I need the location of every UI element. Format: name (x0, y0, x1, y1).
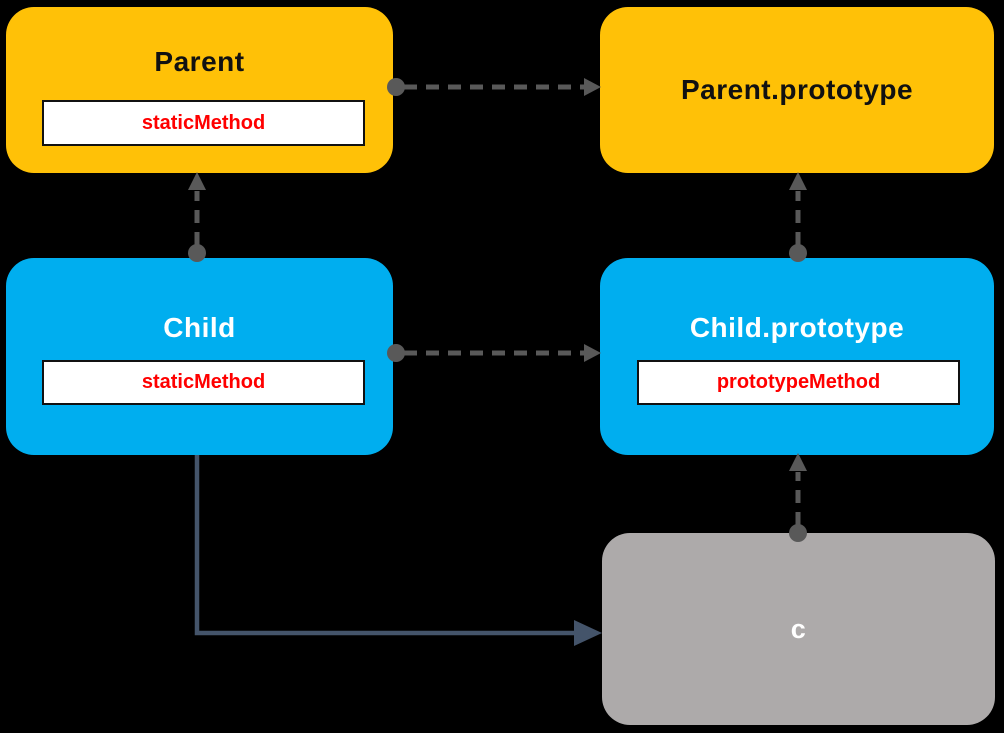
node-instance-c: c (602, 533, 995, 725)
edge-child-to-child-prototype-arrow (387, 344, 601, 362)
node-parent-prototype: Parent.prototype (600, 7, 994, 173)
node-child-prototype-method: prototypeMethod (637, 360, 960, 405)
edge-child-to-instance-arrow (194, 455, 602, 646)
node-child-method: staticMethod (42, 360, 365, 405)
node-parent: Parent staticMethod (6, 7, 393, 173)
edge-child-prototype-to-parent-prototype-arrow (789, 172, 807, 262)
node-child-prototype: Child.prototype prototypeMethod (600, 258, 994, 455)
node-parent-method: staticMethod (42, 100, 365, 146)
node-parent-prototype-title: Parent.prototype (680, 74, 914, 105)
edge-child-to-parent-arrow (188, 172, 206, 262)
edge-instance-to-child-prototype-arrow (789, 453, 807, 542)
node-child-prototype-title: Child.prototype (689, 312, 905, 343)
node-child: Child staticMethod (6, 258, 393, 455)
edge-parent-to-parent-prototype-arrow (387, 78, 601, 96)
node-parent-title: Parent (154, 46, 245, 77)
node-child-title: Child (163, 312, 236, 343)
node-instance-c-title: c (790, 614, 807, 644)
